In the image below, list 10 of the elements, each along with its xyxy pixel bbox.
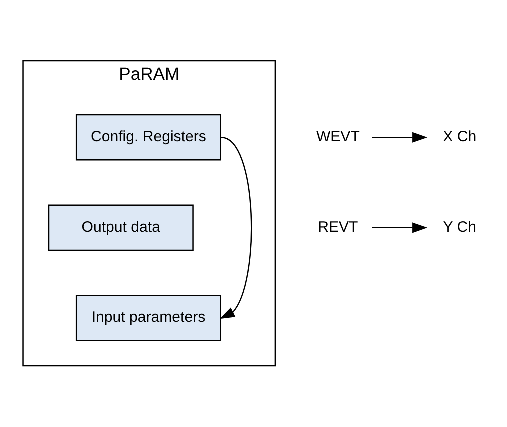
arrow bbox=[220, 137, 252, 320]
node-box: Config. Registers bbox=[76, 114, 222, 161]
node-text: WEVT bbox=[316, 128, 360, 146]
node-box: Input parameters bbox=[76, 295, 222, 342]
node-text: Y Ch bbox=[443, 218, 476, 236]
node-box: Output data bbox=[48, 204, 194, 252]
arrow bbox=[372, 222, 428, 234]
arrow bbox=[372, 132, 428, 143]
node-text: X Ch bbox=[443, 128, 477, 146]
node-text: REVT bbox=[318, 218, 358, 236]
